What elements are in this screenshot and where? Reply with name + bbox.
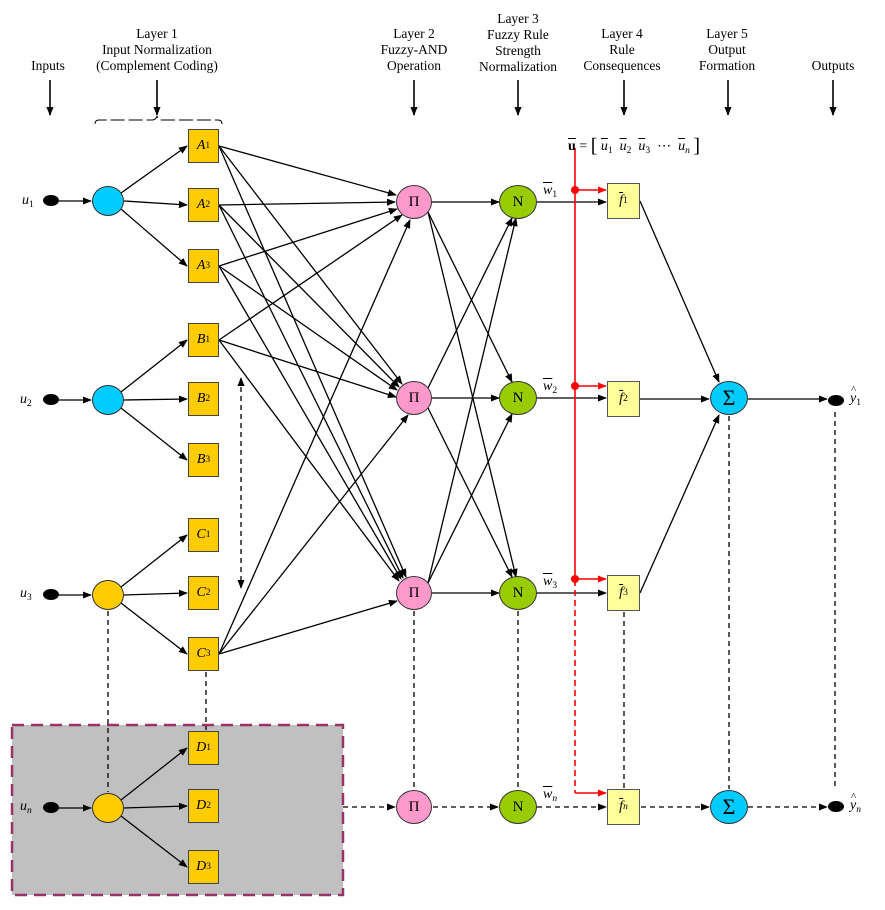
input-label-u1: u1 bbox=[22, 193, 34, 210]
input-label-un: un bbox=[20, 799, 32, 816]
fuzzy-and-node-2: Π bbox=[396, 381, 432, 415]
output-label-yn: yn^ bbox=[850, 791, 861, 815]
normalize-edge bbox=[427, 211, 513, 383]
fuzzy-and-node-3: Π bbox=[396, 576, 432, 610]
normalization-rule-node-2: N bbox=[499, 381, 537, 415]
mf-edge bbox=[120, 534, 188, 588]
rule-edge bbox=[218, 198, 396, 206]
output-sum-node-1: Σ bbox=[710, 381, 748, 415]
nth-input-group-box bbox=[10, 723, 345, 897]
normalization-node-3 bbox=[92, 580, 124, 610]
mf-edge bbox=[120, 602, 188, 655]
mf-edge bbox=[120, 339, 188, 393]
input-terminal-un bbox=[43, 802, 59, 813]
output-label-y1: y1^ bbox=[850, 384, 861, 408]
normalize-edge bbox=[427, 211, 518, 578]
header-inputs: Inputs bbox=[31, 58, 65, 73]
normalization-rule-node-3: N bbox=[499, 576, 537, 610]
input-label-u3: u3 bbox=[20, 586, 32, 603]
bus-junction bbox=[571, 186, 579, 194]
input-terminal-u3 bbox=[43, 589, 59, 600]
input-terminal-u2 bbox=[43, 394, 59, 405]
rule-edge bbox=[218, 145, 407, 578]
weight-label-wn: wn bbox=[543, 787, 558, 804]
weight-label-w3: w3 bbox=[543, 574, 558, 591]
mf-edge bbox=[123, 395, 188, 403]
normalization-rule-node-1: N bbox=[499, 185, 537, 219]
normalize-edge bbox=[427, 217, 513, 389]
layer1-brace bbox=[94, 115, 223, 125]
mf-edge bbox=[120, 208, 188, 267]
output-terminal-y1 bbox=[828, 395, 844, 406]
normalize-edge bbox=[427, 413, 513, 584]
u-vector-equation: u = [ u1 u2 u3 ⋯ un ] bbox=[568, 135, 701, 157]
normalization-node-1 bbox=[92, 186, 124, 216]
rule-edge bbox=[218, 599, 398, 655]
normalize-edge bbox=[427, 217, 518, 584]
bus-junction bbox=[571, 575, 579, 583]
mf-edge bbox=[123, 589, 188, 597]
input-label-u2: u2 bbox=[20, 392, 32, 409]
rule-edge bbox=[218, 208, 398, 267]
mf-edge bbox=[120, 407, 188, 461]
mf-edge bbox=[120, 815, 188, 868]
mf-edge bbox=[123, 802, 188, 810]
input-terminal-u1 bbox=[43, 195, 59, 206]
connection-lines bbox=[46, 80, 837, 868]
weight-label-w2: w2 bbox=[543, 379, 558, 396]
normalization-rule-node-n: N bbox=[499, 790, 537, 824]
mf-edge bbox=[123, 200, 188, 209]
weight-label-w1: w1 bbox=[543, 183, 558, 200]
normalize-edge bbox=[427, 407, 513, 578]
output-terminal-yn bbox=[828, 801, 844, 812]
rule-edge bbox=[218, 145, 397, 197]
rule-edge bbox=[218, 214, 403, 341]
rule-edge bbox=[218, 339, 400, 582]
rule-edge bbox=[218, 414, 409, 655]
rule-edge bbox=[218, 204, 404, 579]
bus-junction bbox=[571, 382, 579, 390]
rule-edge bbox=[218, 219, 411, 655]
rule-edge bbox=[218, 265, 398, 391]
output-sum-node-n: Σ bbox=[710, 790, 748, 824]
mf-edge bbox=[120, 747, 188, 801]
rule-edge bbox=[218, 339, 397, 398]
fuzzy-and-node-1: Π bbox=[396, 185, 432, 219]
sum-edge bbox=[639, 200, 720, 383]
rule-edge bbox=[218, 204, 400, 388]
fuzzy-and-node-n: Π bbox=[396, 790, 432, 824]
mf-edge bbox=[120, 145, 188, 194]
header-outputs: Outputs bbox=[811, 58, 855, 73]
rule-edge bbox=[218, 145, 403, 385]
normalization-node-2 bbox=[92, 385, 124, 415]
normalization-node-n bbox=[92, 793, 124, 823]
sum-edge bbox=[639, 414, 720, 594]
rule-edge bbox=[218, 265, 402, 580]
